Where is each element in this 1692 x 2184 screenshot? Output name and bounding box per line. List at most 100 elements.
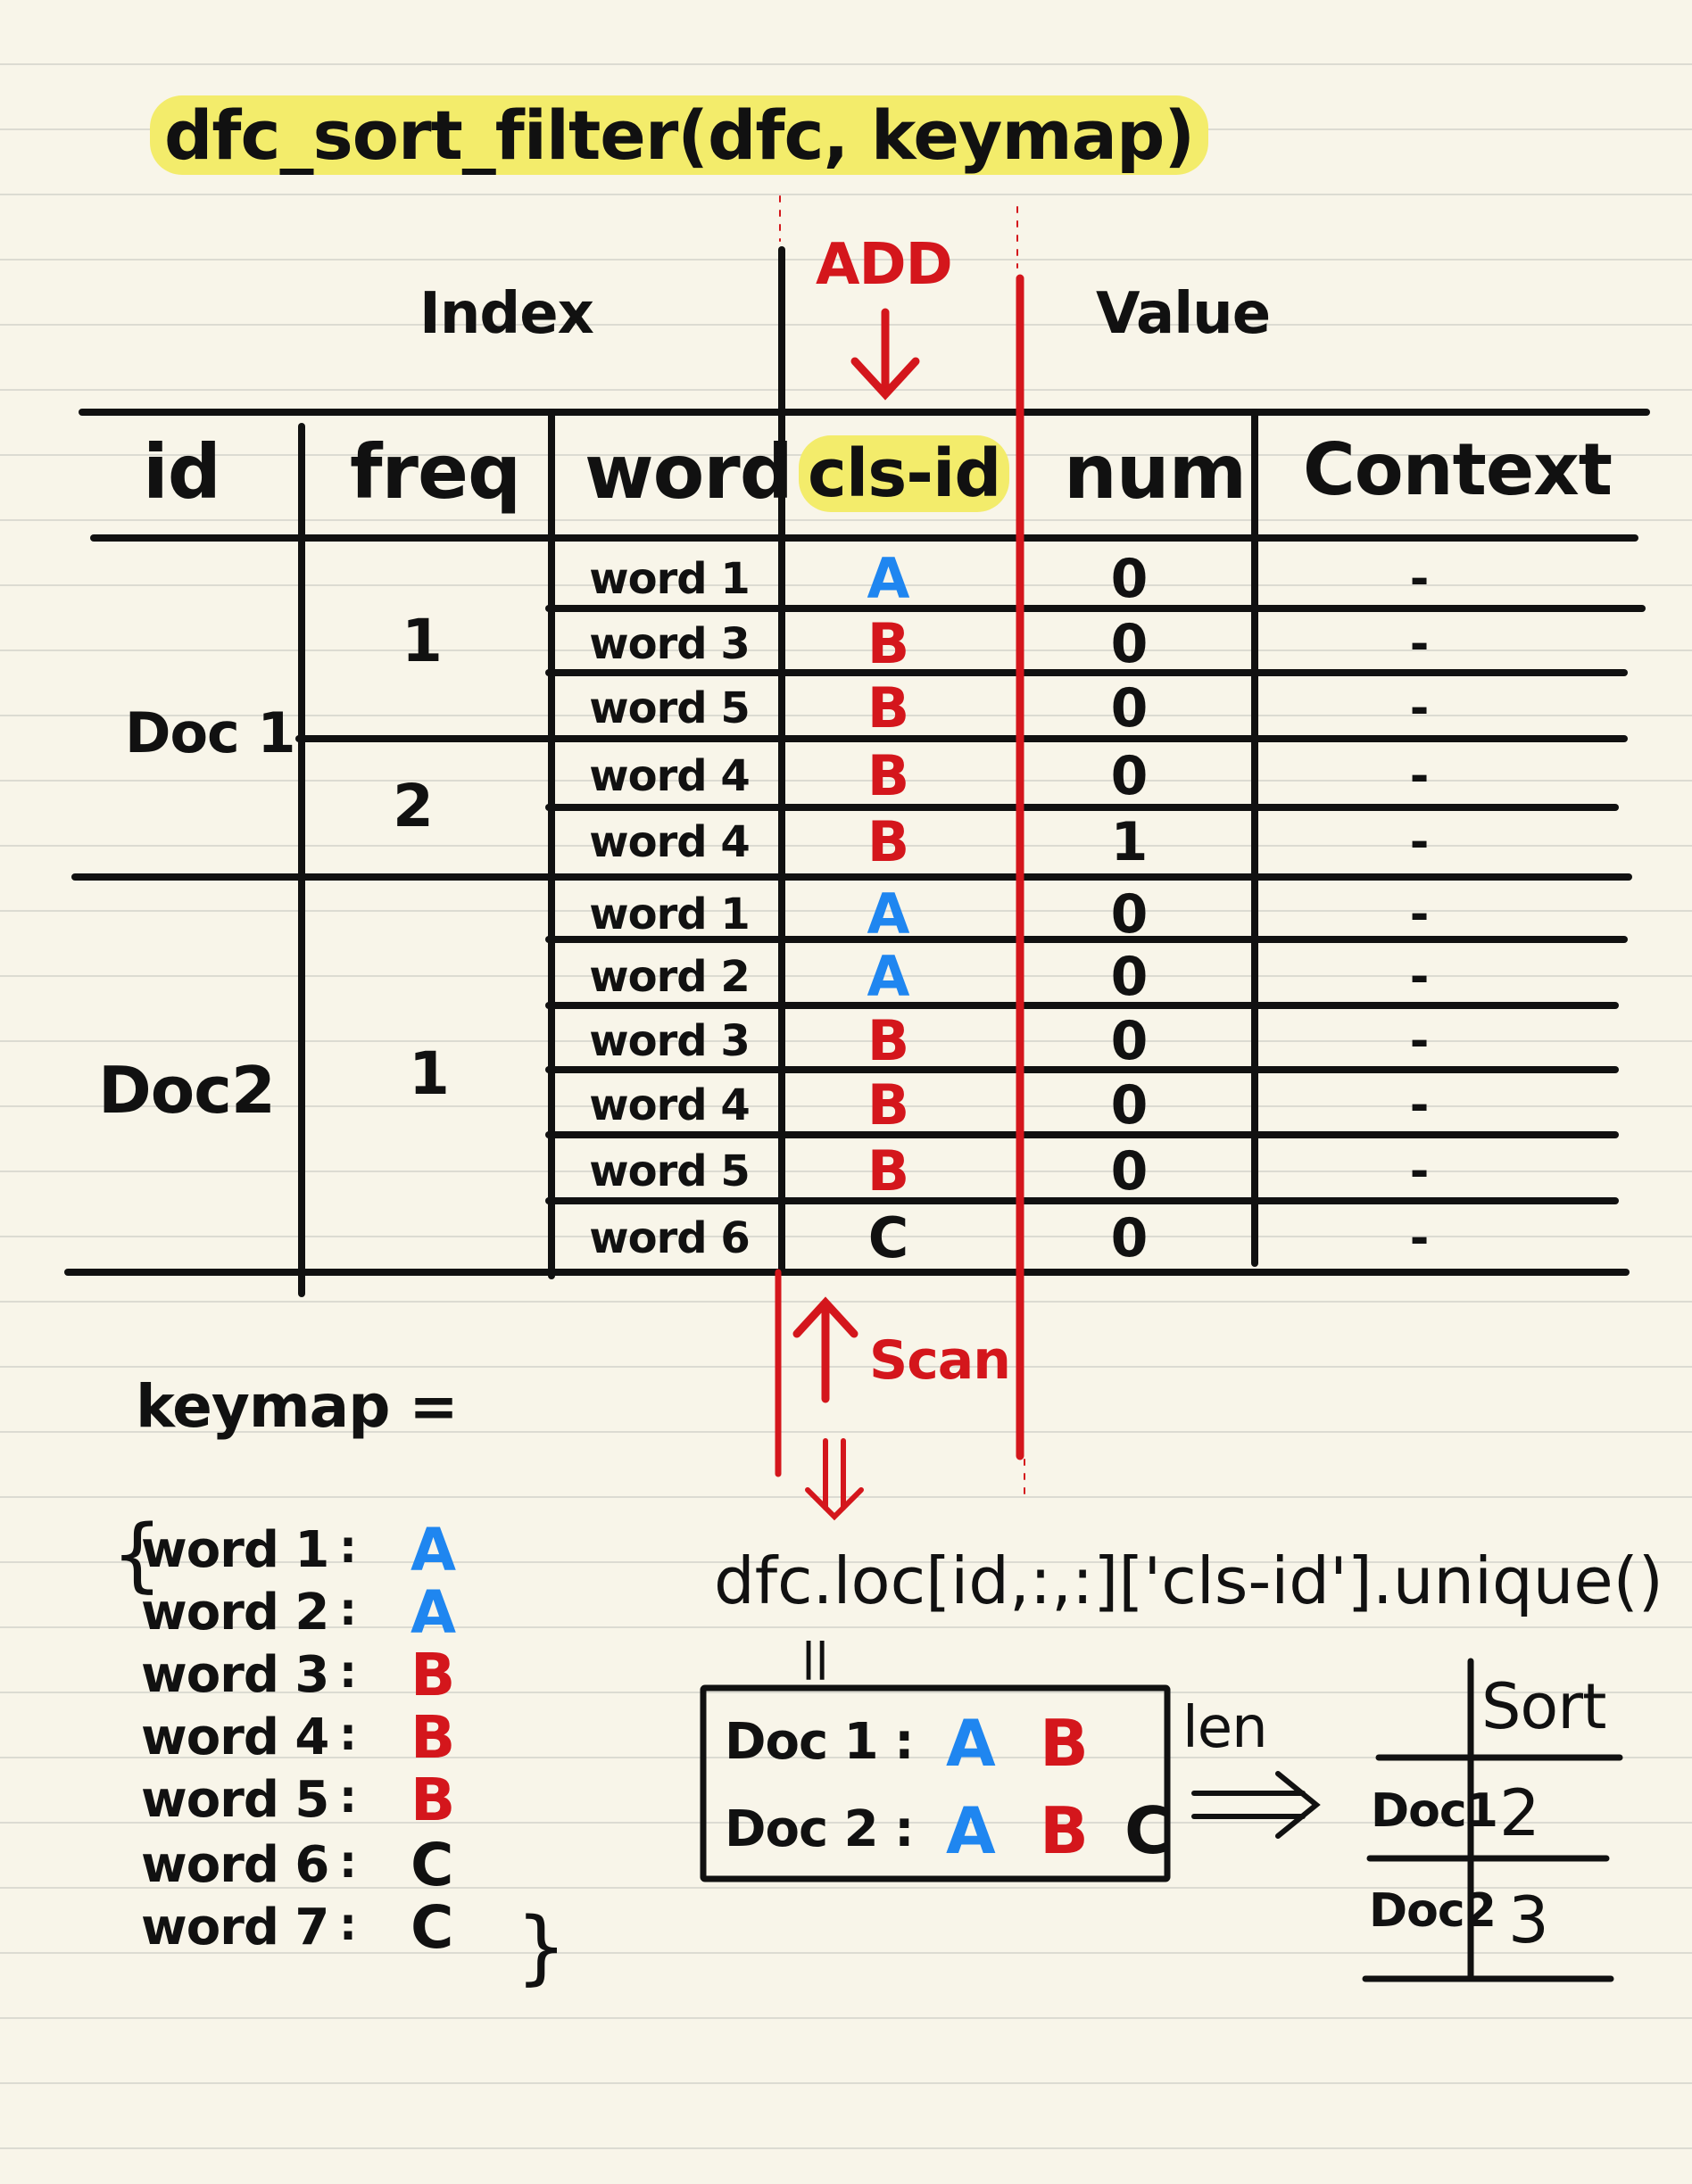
cls-id-cell: B — [867, 743, 909, 808]
cls-id-cell: B — [867, 675, 909, 740]
keymap-colon: : — [339, 1521, 357, 1573]
context-cell: - — [1409, 1014, 1430, 1068]
sort-row-doc: Doc1 — [1371, 1784, 1498, 1838]
context-cell: - — [1409, 815, 1430, 869]
freq-cell: 2 — [393, 772, 434, 840]
code-expression: dfc.loc[id,:,:]['cls-id'].unique() — [714, 1543, 1663, 1618]
keymap-value: B — [411, 1703, 455, 1772]
context-cell: - — [1409, 1079, 1430, 1132]
sort-row-value: 3 — [1508, 1882, 1549, 1957]
context-cell: - — [1409, 552, 1430, 606]
cls-id-cell: B — [867, 1138, 909, 1204]
header-num: num — [1064, 428, 1247, 516]
keymap-colon: : — [339, 1771, 357, 1823]
word-cell: word 1 — [589, 554, 750, 604]
cls-id-cell: B — [867, 1008, 909, 1073]
word-cell: word 2 — [589, 952, 750, 1002]
keymap-value: C — [411, 1893, 453, 1962]
context-cell: - — [1409, 617, 1430, 671]
header-word: word — [585, 428, 793, 516]
keymap-value: A — [411, 1516, 456, 1584]
cls-id-cell: C — [867, 1205, 909, 1270]
scan-label: Scan — [869, 1329, 1011, 1392]
word-cell: word 6 — [589, 1213, 750, 1263]
context-cell: - — [1409, 1212, 1430, 1265]
unique-doc-label: Doc 1 : — [725, 1713, 915, 1771]
unique-doc-label: Doc 2 : — [725, 1800, 915, 1858]
keymap-key: word 4 — [141, 1708, 329, 1766]
keymap-value: B — [411, 1641, 455, 1709]
keymap-key: word 5 — [141, 1771, 329, 1829]
cls-id-cell: A — [867, 944, 910, 1009]
num-cell: 0 — [1110, 548, 1149, 610]
keymap-value: A — [411, 1578, 456, 1647]
keymap-key: word 3 — [141, 1646, 329, 1704]
word-cell: word 5 — [589, 1146, 750, 1196]
num-cell: 0 — [1110, 883, 1149, 946]
sort-row-doc: Doc2 — [1369, 1884, 1497, 1938]
unique-box — [700, 1684, 1171, 1882]
word-cell: word 4 — [589, 817, 750, 867]
add-label: ADD — [816, 232, 953, 298]
keymap-label: keymap = — [136, 1372, 459, 1441]
title-highlight: dfc_sort_filter(dfc, keymap) — [150, 95, 1209, 175]
id-cell-doc2: Doc2 — [98, 1053, 276, 1128]
word-cell: word 4 — [589, 1080, 750, 1130]
keymap-key: word 7 — [141, 1899, 329, 1956]
title-formula: dfc_sort_filter(dfc, keymap) — [150, 95, 1209, 175]
keymap-key: word 2 — [141, 1584, 329, 1642]
header-id: id — [143, 428, 221, 516]
word-cell: word 1 — [589, 889, 750, 939]
num-cell: 0 — [1110, 745, 1149, 807]
cls-id-cell: A — [867, 546, 910, 611]
freq-cell: 1 — [402, 607, 443, 675]
freq-cell: 1 — [409, 1039, 450, 1108]
cls-id-cell: A — [867, 881, 910, 947]
header-cls-id: cls-id — [799, 435, 1010, 512]
len-label: len — [1182, 1695, 1268, 1761]
keymap-colon: : — [339, 1584, 357, 1635]
keymap-open-brace: { — [112, 1508, 162, 1601]
context-cell: - — [1409, 682, 1430, 735]
cls-id-cell: B — [867, 809, 909, 874]
keymap-key: word 6 — [141, 1836, 329, 1894]
num-cell: 1 — [1110, 811, 1149, 873]
num-cell: 0 — [1110, 677, 1149, 740]
equals-mark: || — [801, 1634, 829, 1680]
context-cell: - — [1409, 950, 1430, 1004]
keymap-close-brace: } — [516, 1900, 567, 1994]
context-cell: - — [1409, 1145, 1430, 1198]
sort-row-value: 2 — [1499, 1775, 1540, 1850]
unique-cls-value: A — [946, 1793, 996, 1868]
sort-header: Sort — [1481, 1670, 1606, 1743]
context-cell: - — [1409, 888, 1430, 941]
cls-id-cell: B — [867, 611, 909, 676]
word-cell: word 4 — [589, 751, 750, 801]
word-cell: word 3 — [589, 1016, 750, 1066]
num-cell: 0 — [1110, 946, 1149, 1008]
num-cell: 0 — [1110, 1140, 1149, 1203]
keymap-value: C — [411, 1831, 453, 1899]
value-label: Value — [1096, 281, 1271, 347]
id-cell-doc1: Doc 1 — [125, 700, 296, 765]
word-cell: word 5 — [589, 683, 750, 733]
context-cell: - — [1409, 749, 1430, 803]
index-label: Index — [419, 281, 594, 347]
num-cell: 0 — [1110, 1207, 1149, 1270]
keymap-colon: : — [339, 1899, 357, 1950]
num-cell: 0 — [1110, 1010, 1149, 1072]
keymap-colon: : — [339, 1646, 357, 1698]
cls-id-cell: B — [867, 1072, 909, 1138]
unique-cls-value: B — [1040, 1706, 1089, 1781]
unique-cls-value: B — [1040, 1793, 1089, 1868]
word-cell: word 3 — [589, 619, 750, 669]
num-cell: 0 — [1110, 613, 1149, 675]
header-freq: freq — [350, 428, 521, 516]
header-cls-id-text: cls-id — [799, 435, 1010, 512]
header-context: Context — [1303, 428, 1613, 511]
unique-cls-value: A — [946, 1706, 996, 1781]
keymap-colon: : — [339, 1836, 357, 1888]
keymap-key: word 1 — [141, 1521, 329, 1579]
unique-cls-value: C — [1124, 1793, 1172, 1868]
